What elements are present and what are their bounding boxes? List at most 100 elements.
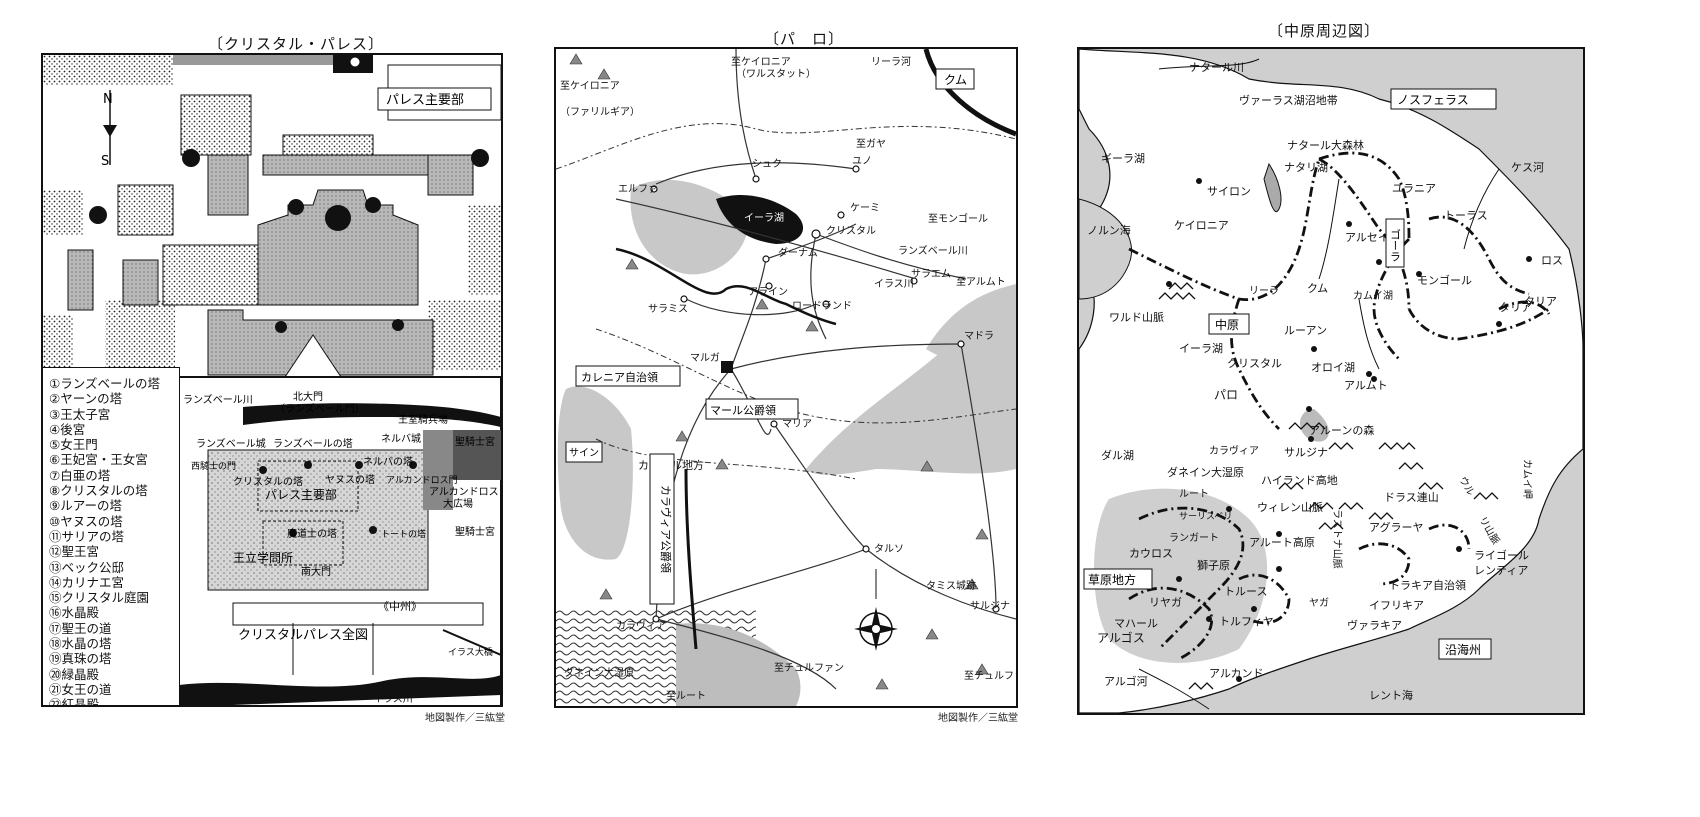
inset-south-gate: 南大門 bbox=[301, 565, 331, 578]
paro-to-keironia-left: 至ケイロニア bbox=[560, 80, 620, 92]
chugen-mahal: マハール bbox=[1114, 617, 1158, 630]
paro-to-ruto: 至ルート bbox=[666, 690, 706, 702]
palace-map: N S パレス主要部 北大門 （ランズベール門） ラ bbox=[41, 53, 503, 707]
paro-sain: サイン bbox=[569, 447, 599, 459]
chugen-dal: ダル湖 bbox=[1101, 448, 1134, 462]
chugen-varas: ヴァーラス湖沼地帯 bbox=[1239, 93, 1338, 107]
chugen-ros: ロス bbox=[1541, 254, 1563, 267]
chugen-paro: パロ bbox=[1214, 388, 1238, 402]
chugen-karavia: カラヴィア bbox=[1209, 444, 1259, 457]
chugen-taria2: タリア bbox=[1524, 295, 1557, 308]
inset-palace-main: パレス主要部 bbox=[265, 487, 337, 502]
chugen-agraya: アグラーヤ bbox=[1369, 520, 1423, 534]
inset-knights2: 聖騎士宮 bbox=[455, 525, 495, 538]
paro-to-churufan1: 至チュルファン bbox=[774, 662, 844, 674]
inset-chushu: 《中州》 bbox=[378, 600, 422, 613]
paro-farligia: （ファリルギア） bbox=[560, 106, 640, 118]
legend-item: ㉑女王の道 bbox=[49, 681, 112, 697]
paro-karavia: カラヴィア bbox=[616, 619, 666, 632]
inset-alcandros-sq2: 大広場 bbox=[443, 497, 473, 510]
paro-to-keironia-top: 至ケイロニア bbox=[731, 56, 791, 68]
chugen-engai: 沿海州 bbox=[1445, 642, 1481, 657]
chugen-tolus: トルース bbox=[1224, 585, 1267, 598]
chugen-wald: ワルド山脈 bbox=[1109, 310, 1164, 324]
chugen-map: ナタール川 ヴァーラス湖沼地帯 ギーラ湖 ナタール大森林 ナタリ湖 ケス河 サイ… bbox=[1077, 47, 1585, 715]
legend-item: ③王太子宮 bbox=[49, 406, 111, 422]
inset-lanzbel-tower: ランズベールの塔 bbox=[273, 437, 353, 450]
inset-iras-bridge: イラス大橋 bbox=[448, 646, 493, 658]
chugen-varakia: ヴァラキア bbox=[1347, 618, 1402, 632]
chugen-aroon: アルーンの森 bbox=[1309, 423, 1374, 437]
inset-alcandros-sq1: アルカンドロス bbox=[429, 486, 499, 498]
chugen-saris: サーリスベリ bbox=[1179, 511, 1232, 522]
paro-kalenia: カレニア自治領 bbox=[581, 370, 658, 384]
legend-item: ⑨ルアーの塔 bbox=[49, 498, 122, 514]
chugen-natal-river: ナタール川 bbox=[1189, 61, 1244, 74]
chugen-ruan: ルーアン bbox=[1284, 324, 1327, 337]
chugen-yurania: ユラニア bbox=[1392, 182, 1436, 195]
chugen-kumu: クム bbox=[1307, 282, 1328, 295]
inset-nerva-tower: ネルバの塔 bbox=[363, 455, 413, 468]
legend-item: ④後宮 bbox=[49, 421, 86, 437]
chugen-argo-river: アルゴ河 bbox=[1104, 674, 1148, 688]
paro-shuku: シュク bbox=[752, 158, 782, 170]
chugen-lira: リーラ bbox=[1249, 285, 1279, 297]
paro-maruga: マルガ bbox=[690, 352, 720, 364]
paro-iras-river: イラス川 bbox=[874, 278, 914, 290]
chugen-yaga: ヤガ bbox=[1309, 597, 1329, 609]
legend-item: ㉒紅晶殿 bbox=[49, 697, 100, 707]
chugen-chugen: 中原 bbox=[1215, 317, 1239, 332]
inset-nerva-castle: ネルバ城 bbox=[381, 433, 421, 445]
chugen-arumuto: アルムト bbox=[1344, 379, 1388, 392]
inset-whole-map: クリスタルパレス全図 bbox=[238, 627, 368, 643]
paro-lanzbel-river: ランズベール川 bbox=[898, 244, 968, 257]
inset-mage-tower: 魔道士の塔 bbox=[287, 527, 337, 540]
inset-tote-tower: トートの塔 bbox=[381, 528, 426, 540]
chugen-ruto: ルート bbox=[1179, 489, 1209, 500]
chugen-crystal: クリスタル bbox=[1227, 357, 1282, 370]
inset-west-gate: 西騎士の門 bbox=[191, 460, 236, 472]
chugen-ira: イーラ湖 bbox=[1179, 342, 1223, 355]
legend-item: ⑫聖王宮 bbox=[49, 544, 100, 560]
inset-crystal-tower: クリスタルの塔 bbox=[233, 475, 303, 488]
chugen-nosferas: ノスフェラス bbox=[1397, 93, 1469, 107]
chugen-kamui-cape: カムイ岬 bbox=[1521, 459, 1533, 499]
legend-item: ⑦白亜の塔 bbox=[49, 467, 111, 483]
inset-knights1: 聖騎士宮 bbox=[455, 435, 495, 448]
paro-saramis: サラミス bbox=[648, 303, 688, 315]
chugen-arukando: アルカンド bbox=[1209, 667, 1264, 680]
inset-barracks: 王室騎兵場 bbox=[398, 413, 448, 426]
legend-item: ⑩ヤヌスの塔 bbox=[49, 513, 123, 529]
paro-danam: ダーナム bbox=[778, 246, 818, 259]
paro-to-arumuto: 至アルムト bbox=[956, 276, 1006, 288]
palace-compass-n: N bbox=[103, 92, 113, 107]
chugen-argos: アルゴス bbox=[1097, 630, 1145, 645]
chugen-norun: ノルン海 bbox=[1087, 223, 1131, 237]
legend-item: ⑧クリスタルの塔 bbox=[49, 483, 148, 499]
chugen-oroi: オロイ湖 bbox=[1311, 361, 1355, 374]
chugen-lentia: レンティア bbox=[1474, 564, 1528, 577]
paro-to-gaya: 至ガヤ bbox=[856, 138, 886, 150]
paro-marl: マール公爵領 bbox=[710, 403, 776, 417]
inset-north-gate-sub: （ランズベール門） bbox=[275, 402, 365, 415]
paro-map: イーラ湖 bbox=[554, 47, 1018, 708]
chugen-langart: ランガート bbox=[1169, 532, 1219, 544]
chugen-doras: ドラス連山 bbox=[1384, 490, 1439, 504]
palace-credit: 地図製作／三紘堂 bbox=[425, 713, 505, 724]
paro-sarujina: サルジナ bbox=[970, 600, 1010, 612]
chugen-torakia: トラキア自治領 bbox=[1389, 578, 1466, 592]
chugen-gira: ギーラ湖 bbox=[1101, 152, 1145, 165]
paro-maria: マリア bbox=[782, 419, 812, 430]
paro-lira-river: リーラ河 bbox=[871, 56, 911, 68]
paro-tamis: タミス城跡 bbox=[926, 579, 976, 592]
chugen-shishi: 獅子原 bbox=[1197, 558, 1230, 572]
chugen-taria1: タリア bbox=[1499, 301, 1532, 314]
chugen-natal-forest: ナタール大森林 bbox=[1287, 138, 1364, 152]
inset-academy: 王立学問所 bbox=[233, 550, 293, 565]
chugen-title: 〔中原周辺図〕 bbox=[1268, 22, 1381, 40]
paro-wolstat: （ワルスタット） bbox=[736, 68, 816, 80]
inset-lanzbel-castle: ランズベール城 bbox=[196, 437, 266, 450]
legend-item: ⑰聖王の道 bbox=[49, 620, 112, 636]
paro-madora: マドラ bbox=[964, 330, 994, 342]
